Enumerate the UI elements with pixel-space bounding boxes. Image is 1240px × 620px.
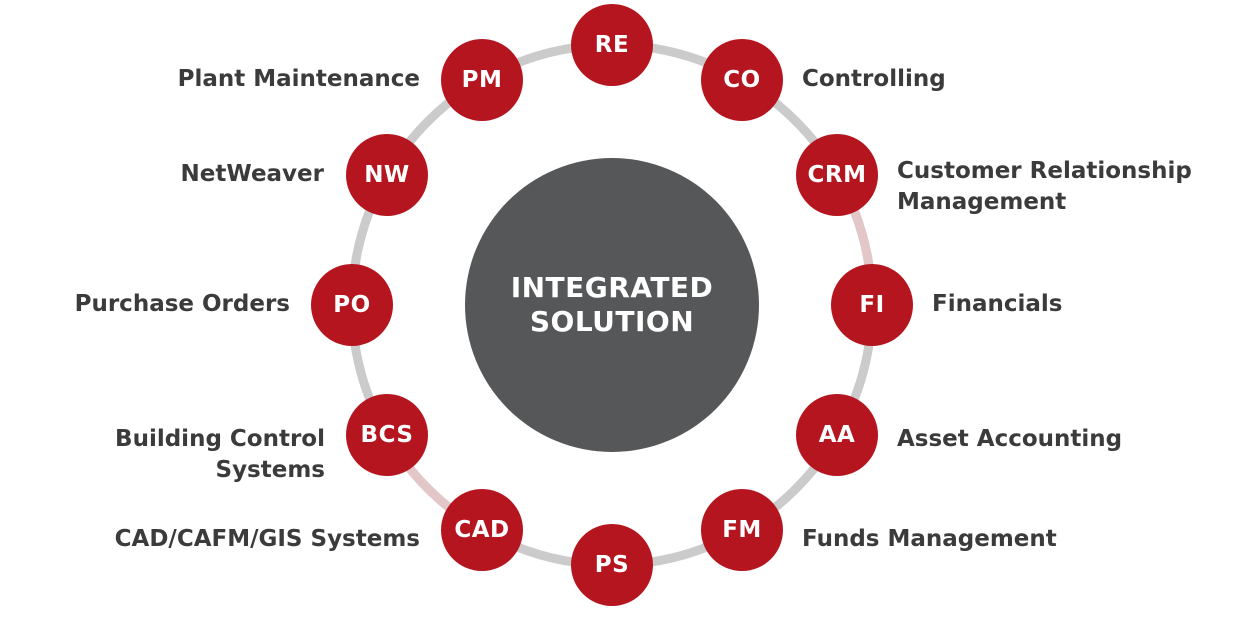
label-building-control-systems: Building Control Systems — [115, 426, 325, 483]
node-ps: PS — [571, 524, 653, 606]
center-circle: INTEGRATED SOLUTION — [465, 158, 759, 452]
label-plant-maintenance: Plant Maintenance — [177, 66, 420, 92]
label-purchase-orders: Purchase Orders — [74, 291, 290, 317]
node-crm: CRM — [796, 134, 878, 216]
node-co: CO — [701, 39, 783, 121]
label-asset-accounting: Asset Accounting — [897, 426, 1123, 452]
label-netweaver: NetWeaver — [180, 161, 324, 187]
node-fm: FM — [701, 489, 783, 571]
center-title-line1: INTEGRATED — [510, 271, 714, 304]
node-aa: AA — [796, 394, 878, 476]
label-funds-management: Funds Management — [802, 526, 1057, 552]
label-controlling: Controlling — [802, 66, 946, 92]
label-financials: Financials — [932, 291, 1063, 317]
node-po: PO — [311, 264, 393, 346]
center-title: INTEGRATED SOLUTION — [511, 271, 714, 339]
label-cad-cafm-gis-systems: CAD/CAFM/GIS Systems — [114, 526, 420, 552]
label-customer-relationship-management: Customer Relationship Management — [897, 158, 1192, 215]
node-pm: PM — [441, 39, 523, 121]
node-fi: FI — [831, 264, 913, 346]
node-cad: CAD — [441, 489, 523, 571]
center-title-line2: SOLUTION — [529, 305, 695, 338]
node-bcs: BCS — [346, 394, 428, 476]
node-nw: NW — [346, 134, 428, 216]
node-re: RE — [571, 4, 653, 86]
